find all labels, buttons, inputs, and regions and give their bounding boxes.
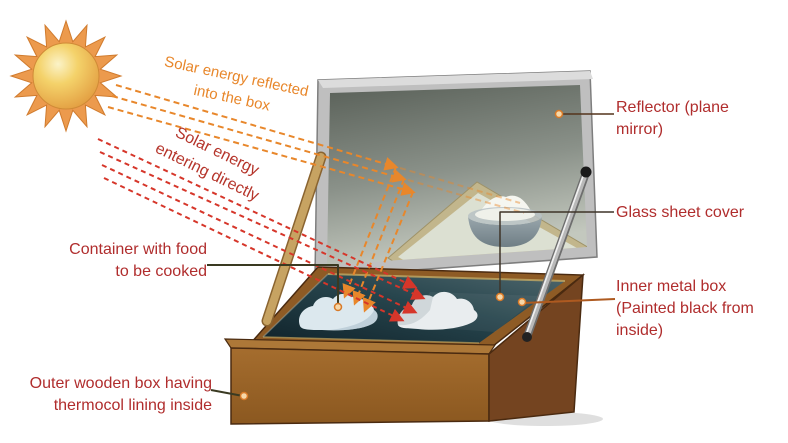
reflected-ray-lines	[107, 84, 525, 313]
label-line: (Painted black from	[616, 300, 754, 317]
label-line: Outer wooden box having	[29, 375, 212, 392]
leader-dots	[239, 109, 564, 401]
support-rod	[522, 166, 592, 342]
label-line: inside)	[616, 322, 664, 339]
support-stick	[261, 151, 327, 327]
label-glass-sheet-cover: Glass sheet cover	[616, 202, 744, 224]
label-line: Glass sheet cover	[616, 204, 745, 221]
label-inner-metal-box: Inner metal box (Painted black from insi…	[616, 276, 754, 342]
box-front-face	[230, 347, 490, 425]
direct-ray-lines	[97, 138, 426, 322]
label-outer-wooden-box: Outer wooden box having thermocol lining…	[15, 373, 212, 417]
reflector-mirror	[314, 70, 598, 278]
label-container-with-food: Container with food to be cooked	[15, 239, 207, 283]
label-line: thermocol lining inside	[53, 397, 212, 414]
label-line: to be cooked	[115, 263, 207, 280]
sun-icon	[9, 19, 123, 133]
label-line: Container with food	[69, 241, 207, 258]
label-line: mirror)	[616, 121, 664, 138]
label-reflector: Reflector (plane mirror)	[616, 97, 729, 141]
label-line: Inner metal box	[616, 278, 727, 295]
label-line: Reflector (plane	[616, 99, 729, 116]
leader-lines	[207, 113, 616, 397]
